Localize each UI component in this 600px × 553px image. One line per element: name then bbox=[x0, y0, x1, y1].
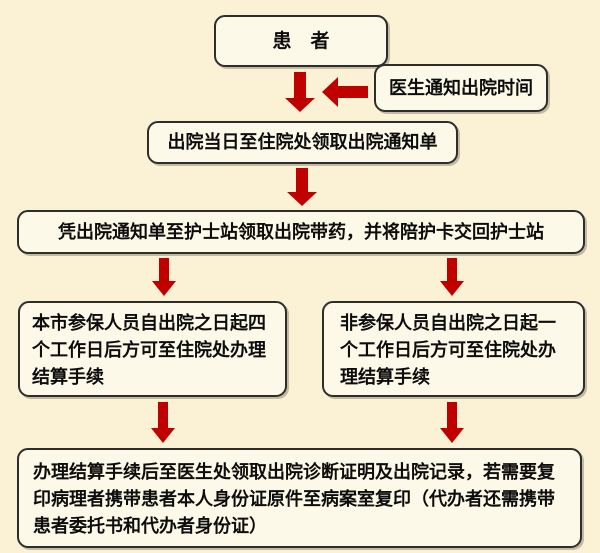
arrow-down-icon bbox=[151, 402, 175, 443]
arrow-down-icon bbox=[152, 258, 176, 296]
arrow-head bbox=[322, 77, 338, 107]
arrow-head bbox=[440, 281, 464, 296]
arrow-down-icon bbox=[287, 168, 317, 206]
arrow-head bbox=[287, 192, 317, 206]
arrow-down-icon bbox=[285, 72, 315, 112]
arrow-shaft bbox=[338, 86, 368, 98]
arrow-head bbox=[285, 98, 315, 112]
arrow-shaft bbox=[447, 402, 457, 428]
node-patient: 患 者 bbox=[214, 15, 388, 67]
arrow-shaft bbox=[294, 72, 306, 98]
node-settlement-and-records: 办理结算手续后至医生处领取出院诊断证明及出院记录，若需要复印病理者携带患者本人身… bbox=[17, 448, 582, 548]
arrow-down-icon bbox=[440, 258, 464, 296]
arrow-left-icon bbox=[322, 77, 368, 107]
arrow-head bbox=[151, 428, 175, 443]
arrow-head bbox=[152, 281, 176, 296]
arrow-down-icon bbox=[440, 402, 464, 443]
node-nurse-station: 凭出院通知单至护士站领取出院带药，并将陪护卡交回护士站 bbox=[17, 210, 585, 254]
arrow-head bbox=[440, 428, 464, 443]
node-doctor-notice: 医生通知出院时间 bbox=[374, 64, 548, 112]
arrow-shaft bbox=[447, 258, 457, 281]
node-non-insured: 非参保人员自出院之日起一个工作日后方可至住院处办理结算手续 bbox=[322, 301, 585, 397]
arrow-shaft bbox=[159, 258, 169, 281]
node-get-discharge-notice: 出院当日至住院处领取出院通知单 bbox=[147, 121, 458, 164]
node-local-insured: 本市参保人员自出院之日起四个工作日后方可至住院处办理结算手续 bbox=[18, 301, 287, 397]
arrow-shaft bbox=[296, 168, 308, 192]
arrow-shaft bbox=[158, 402, 168, 428]
